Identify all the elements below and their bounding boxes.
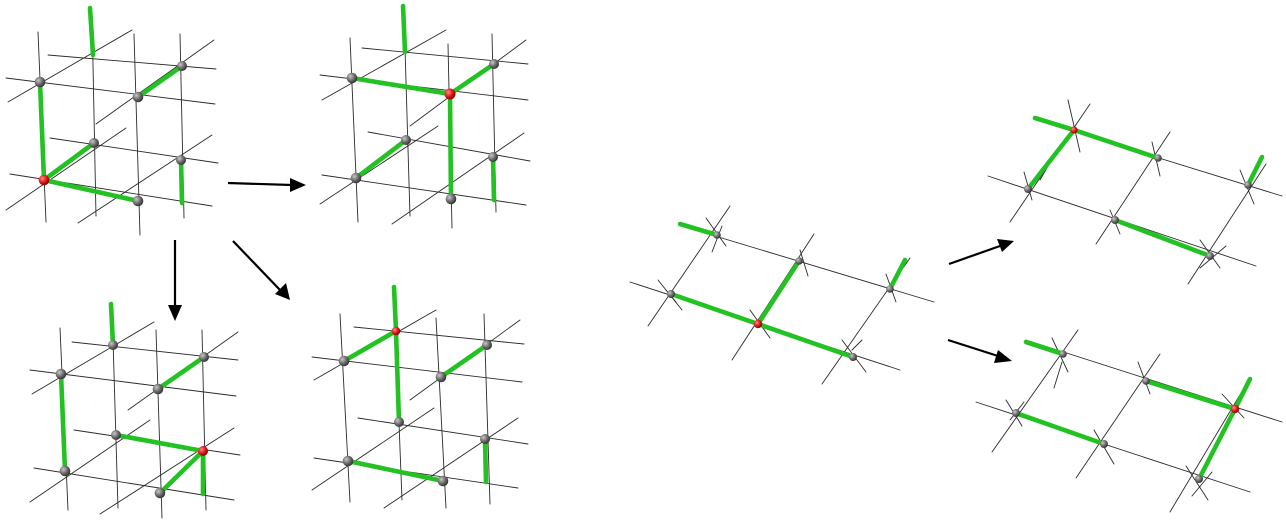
panel-plane-move-upper: [987, 99, 1283, 285]
node: [342, 455, 354, 467]
node: [1244, 181, 1252, 189]
node: [1142, 377, 1150, 385]
highlighted-node: [198, 446, 208, 456]
node: [350, 172, 362, 184]
node: [132, 91, 144, 103]
node: [154, 487, 166, 499]
node: [1195, 475, 1203, 483]
node: [89, 138, 99, 148]
grid-lines: [987, 99, 1283, 285]
bonds: [349, 3, 497, 203]
nodes: [667, 231, 894, 361]
node: [111, 430, 121, 440]
node: [480, 434, 490, 444]
arrow-plane-to-lower: [947, 338, 1012, 363]
node: [55, 368, 67, 380]
node: [437, 475, 449, 487]
node: [152, 383, 164, 395]
arrow-cube-to-diagonal: [232, 240, 290, 300]
node: [488, 152, 498, 162]
panel-plane-move-lower: [975, 329, 1283, 513]
node: [394, 417, 404, 427]
node: [59, 465, 71, 477]
node: [489, 59, 499, 69]
highlighted-node: [391, 326, 401, 336]
node: [199, 352, 209, 362]
node: [108, 340, 118, 350]
node: [886, 285, 894, 293]
node: [713, 231, 721, 239]
highlighted-node: [1070, 126, 1078, 134]
node: [1111, 216, 1119, 224]
arrow-cube-to-right: [227, 178, 306, 192]
bonds: [668, 221, 908, 360]
nodes: [338, 326, 492, 487]
nodes: [1024, 126, 1252, 260]
grid-lines: [5, 13, 219, 236]
bonds: [1013, 339, 1253, 482]
panel-plane-initial: [629, 205, 935, 385]
node: [667, 290, 675, 298]
node: [338, 355, 350, 367]
node: [795, 257, 803, 265]
node: [1206, 252, 1214, 260]
nodes: [1012, 350, 1240, 483]
bonds: [58, 301, 207, 497]
node: [1100, 440, 1108, 448]
arrow-plane-to-upper: [948, 239, 1014, 266]
node: [849, 353, 857, 361]
node: [482, 340, 492, 350]
bonds: [341, 284, 490, 485]
nodes: [346, 59, 499, 205]
node: [1154, 154, 1162, 162]
highlighted-node: [38, 174, 50, 186]
highlighted-node: [753, 319, 763, 329]
highlighted-node: [444, 88, 456, 100]
panel-cube-move-diagonal: [311, 284, 529, 509]
grid-lines: [975, 329, 1283, 513]
nodes: [55, 340, 209, 499]
node: [34, 76, 46, 88]
highlighted-node: [1230, 404, 1240, 414]
arrow-cube-to-down: [168, 240, 182, 321]
node: [1024, 185, 1032, 193]
node: [346, 72, 358, 84]
node: [445, 193, 457, 205]
node: [132, 195, 144, 207]
panel-cube-initial: [5, 5, 219, 236]
node: [1012, 409, 1020, 417]
nodes: [34, 61, 187, 207]
node: [435, 371, 447, 383]
bonds: [1025, 115, 1265, 259]
panel-cube-move-right: [319, 3, 531, 229]
node: [401, 135, 411, 145]
grid-lines: [319, 13, 531, 229]
panel-cube-move-down: [29, 301, 241, 519]
bonds: [37, 5, 185, 206]
node: [177, 61, 187, 71]
node: [1059, 350, 1067, 358]
node: [176, 155, 186, 165]
